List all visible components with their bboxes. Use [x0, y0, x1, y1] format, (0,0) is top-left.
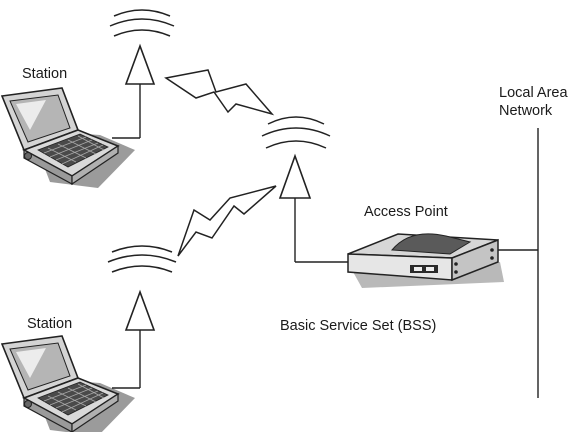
- wireless-link-bottom-icon: [177, 185, 277, 257]
- wireless-link-top-icon: [164, 69, 275, 116]
- station-bottom-laptop-icon: [1, 335, 136, 437]
- bss-label: Basic Service Set (BSS): [280, 318, 437, 334]
- access-point-device-icon: [347, 233, 504, 288]
- lan-bus-line: [498, 128, 539, 398]
- lan-label-line1: Local Area: [499, 85, 568, 101]
- station-bottom-antenna-icon: [107, 245, 177, 389]
- access-point-label: Access Point: [364, 204, 448, 220]
- access-point-antenna-icon: [261, 116, 348, 263]
- station-bottom-label: Station: [27, 316, 73, 332]
- station-top-antenna-icon: [109, 9, 175, 139]
- station-top-label: Station: [22, 66, 68, 82]
- lan-label-line2: Network: [499, 103, 553, 119]
